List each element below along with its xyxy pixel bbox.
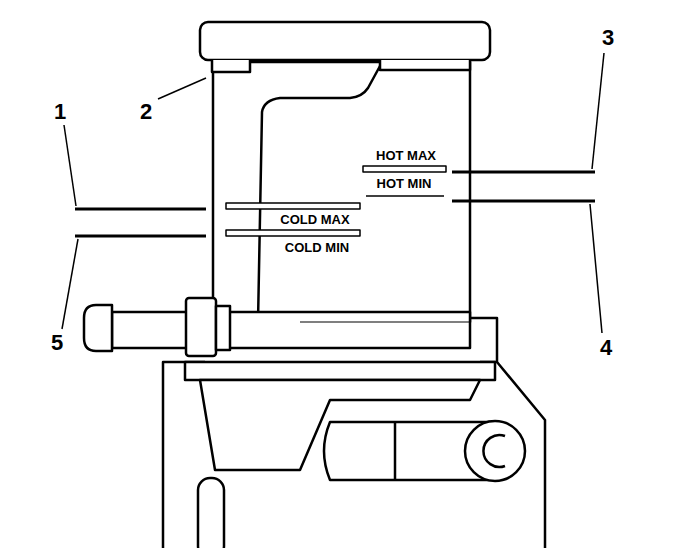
callout-number: 2 [140, 100, 152, 124]
return-hose [84, 298, 470, 356]
lower-fitting [324, 421, 525, 481]
reservoir-cap [200, 22, 490, 60]
level-leader-lines [62, 53, 604, 333]
level-mark-text: HOT MIN [377, 177, 432, 191]
level-mark-text: COLD MIN [285, 241, 349, 255]
callout-number: 5 [51, 331, 63, 355]
callout-number: 1 [54, 100, 66, 124]
level-mark-text: HOT MAX [376, 149, 436, 163]
callout-number: 3 [602, 26, 614, 50]
callout-number: 4 [600, 336, 612, 360]
level-mark-text: COLD MAX [280, 213, 349, 227]
reservoir-body [200, 22, 490, 322]
mounting-bracket [163, 318, 545, 548]
